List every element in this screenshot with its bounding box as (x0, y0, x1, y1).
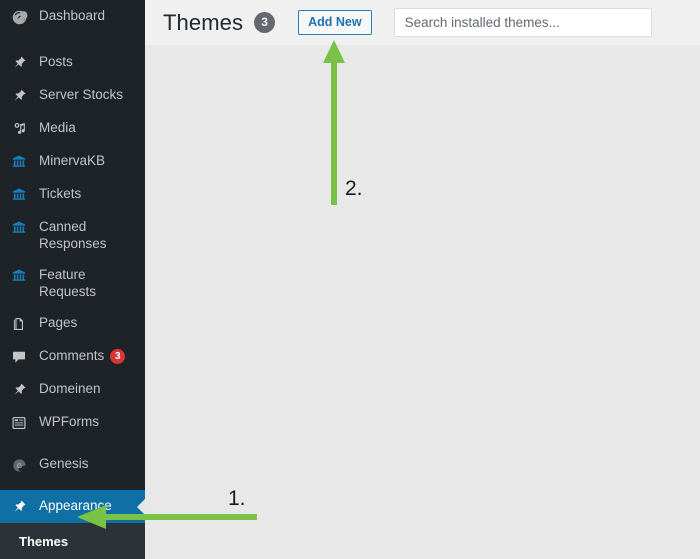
sidebar-item-minervakb[interactable]: MinervaKB (0, 145, 145, 178)
bank-icon (9, 219, 29, 237)
sidebar-item-label: Pages (39, 315, 78, 330)
search-input[interactable] (393, 8, 652, 37)
annotation-label-1: 1. (228, 487, 246, 510)
submenu-item-customize[interactable]: Customize (0, 555, 145, 559)
sidebar-item-label: Appearance (39, 498, 112, 513)
paintbrush-icon (9, 498, 29, 516)
sidebar-item-posts[interactable]: Posts (0, 46, 145, 79)
form-icon (9, 414, 29, 432)
sidebar-separator (0, 33, 145, 46)
genesis-logo-icon: G (9, 456, 29, 474)
add-new-button[interactable]: Add New (298, 10, 372, 35)
pushpin-icon (9, 54, 29, 72)
sidebar-item-label: Tickets (39, 186, 82, 201)
sidebar-item-label: Posts (39, 54, 73, 69)
sidebar-item-comments[interactable]: Comments 3 (0, 340, 145, 373)
sidebar-item-label: Media (39, 120, 76, 135)
comments-count-badge: 3 (110, 348, 126, 364)
sidebar-item-server-stocks[interactable]: Server Stocks (0, 79, 145, 112)
annotation-label-2: 2. (345, 177, 363, 200)
sidebar-separator (0, 439, 145, 448)
sidebar-item-label: MinervaKB (39, 153, 106, 168)
sidebar-item-label: Comments (39, 348, 105, 363)
dashboard-gauge-icon (9, 8, 29, 26)
page-title: Themes (163, 9, 244, 35)
sidebar-item-tickets[interactable]: Tickets (0, 178, 145, 211)
comment-bubble-icon (9, 348, 29, 366)
sidebar-separator (0, 481, 145, 490)
submenu-item-themes[interactable]: Themes (19, 534, 69, 549)
sidebar-item-label: Server Stocks (39, 87, 124, 102)
page-header-bar: Themes 3 Add New (145, 0, 700, 45)
sidebar-item-dashboard[interactable]: Dashboard (0, 0, 145, 33)
main-content-area: Themes 3 Add New (145, 0, 700, 559)
sidebar-item-feature-requests[interactable]: Feature Requests (0, 259, 145, 307)
sidebar-item-label: Feature Requests (39, 267, 97, 299)
bank-icon (9, 186, 29, 204)
sidebar-item-media[interactable]: Media (0, 112, 145, 145)
appearance-submenu: Themes Customize (0, 523, 145, 559)
sidebar-item-label: WPForms (39, 414, 99, 429)
sidebar-item-pages[interactable]: Pages (0, 307, 145, 340)
bank-icon (9, 153, 29, 171)
sidebar-item-label: Domeinen (39, 381, 101, 396)
pushpin-icon (9, 381, 29, 399)
sidebar-item-label: Genesis (39, 456, 89, 471)
sidebar-item-wpforms[interactable]: WPForms (0, 406, 145, 439)
bank-icon (9, 267, 29, 285)
sidebar-item-domeinen[interactable]: Domeinen (0, 373, 145, 406)
sidebar-item-genesis[interactable]: G Genesis (0, 448, 145, 481)
svg-text:G: G (17, 463, 22, 470)
pages-icon (9, 315, 29, 333)
sidebar-item-label: Dashboard (39, 8, 106, 23)
theme-count-badge: 3 (254, 12, 276, 33)
active-item-notch (137, 497, 145, 516)
sidebar-item-appearance[interactable]: Appearance (0, 490, 145, 523)
sidebar-item-label: Canned Responses (39, 219, 107, 251)
media-icon (9, 120, 29, 138)
sidebar-item-canned-responses[interactable]: Canned Responses (0, 211, 145, 259)
pushpin-icon (9, 87, 29, 105)
admin-sidebar: Dashboard Posts Server Stocks Media Mine… (0, 0, 145, 559)
